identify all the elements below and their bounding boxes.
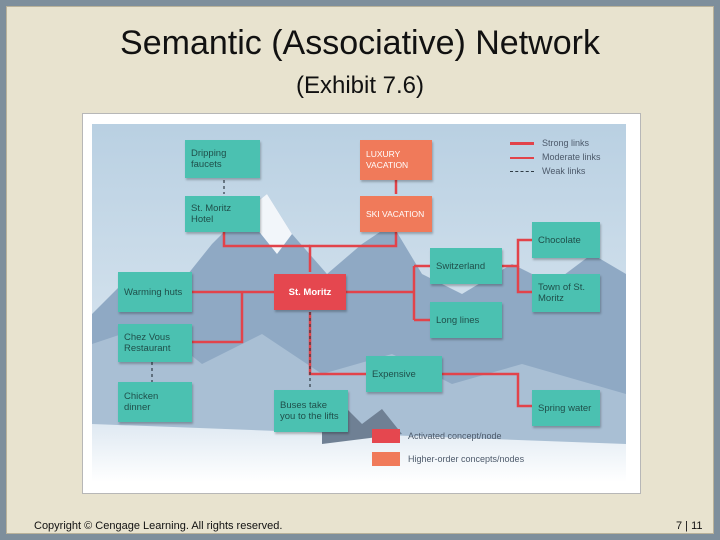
link-spring [442,372,532,408]
node-luxury-vacation: LUXURY VACATION [360,140,432,180]
node-ski-vacation: SKI VACATION [360,196,432,232]
node-st-moritz-hotel: St. Moritz Hotel [185,196,260,232]
legend-weak: Weak links [510,166,585,176]
link-town [516,266,532,294]
legend-moderate-label: Moderate links [542,152,601,162]
node-st-moritz: St. Moritz [274,274,346,310]
link-stmoritz-expensive [308,312,366,376]
node-chocolate: Chocolate [532,222,600,258]
weak-link-swatch [510,171,534,173]
node-long-lines: Long lines [430,302,502,338]
legend-strong-label: Strong links [542,138,590,148]
activated-key-label: Activated concept/node [408,431,502,441]
link-chezvous [192,292,244,344]
higher-order-key-label: Higher-order concepts/nodes [408,454,525,464]
diagram-image: Dripping faucets St. Moritz Hotel LUXURY… [92,124,626,482]
slide-subtitle: (Exhibit 7.6) [295,72,425,99]
node-chez-vous-restaurant: Chez Vous Restaurant [118,324,192,362]
node-spring-water: Spring water [532,390,600,426]
node-expensive: Expensive [366,356,442,392]
page-number: 7 | 11 [676,520,703,532]
node-town-of-st-moritz: Town of St. Moritz [532,274,600,312]
link-hotel-stmoritz [222,232,310,248]
node-warming-huts: Warming huts [118,272,192,312]
legend-moderate: Moderate links [510,152,601,162]
link-chocolate [502,238,532,268]
node-switzerland: Switzerland [430,248,502,284]
moderate-link-swatch [510,156,534,159]
node-chicken-dinner: Chicken dinner [118,382,192,422]
node-dripping-faucets: Dripping faucets [185,140,260,178]
legend-weak-label: Weak links [542,166,586,176]
link-ski-stmoritz [308,232,398,272]
copyright-footer: Copyright © Cengage Learning. All rights… [34,520,283,532]
node-buses: Buses take you to the lifts [274,390,348,432]
legend-strong: Strong links [510,138,589,148]
strong-link-swatch [510,142,534,146]
link-lines [151,180,532,408]
slide-title: Semantic (Associative) Network [120,24,600,62]
higher-order-key-swatch [372,452,400,466]
activated-key-swatch [372,429,400,443]
